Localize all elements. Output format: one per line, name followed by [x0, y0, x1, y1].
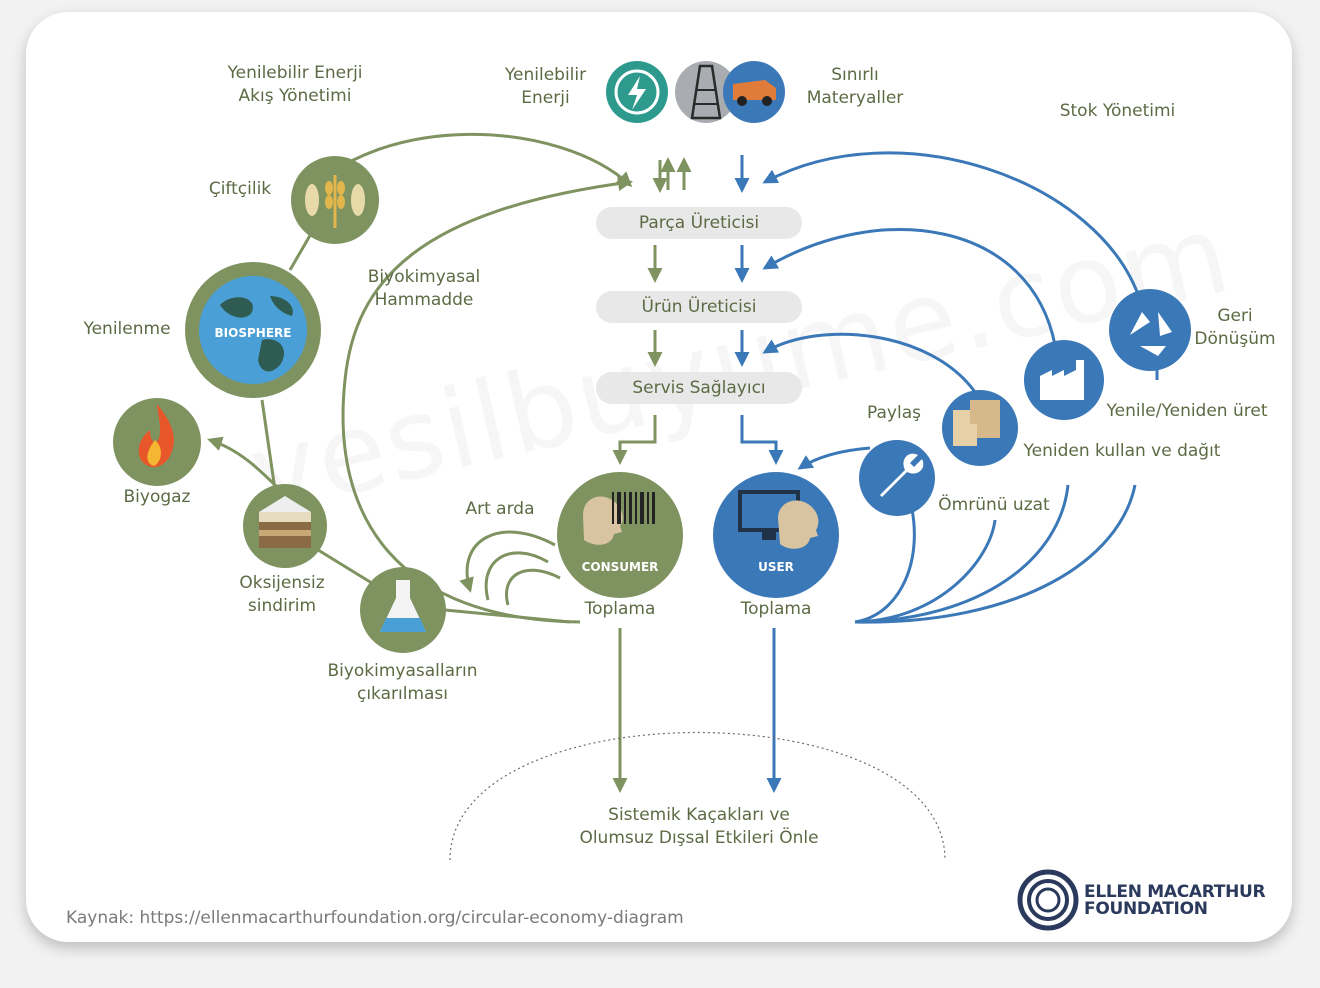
leakage-dome	[449, 732, 946, 861]
biosphere-globe-icon	[185, 262, 321, 398]
digestion-to-biogas	[207, 436, 282, 492]
logo-line-1: ELLEN MACARTHUR	[1084, 882, 1266, 902]
reuse-boxes-icon	[942, 390, 1018, 466]
refurbish-arc	[762, 228, 1057, 346]
parts-manufacturer-pill: Parça Üreticisi	[596, 207, 802, 239]
renewable-energy-label: Yenilebilir Enerji	[504, 65, 587, 108]
service-to-user-blue	[740, 415, 784, 465]
collection-left-label: Toplama	[584, 599, 656, 619]
oil-rig-icon	[675, 61, 737, 123]
maintain-wrench-icon	[859, 440, 935, 516]
service-to-consumer-green	[612, 415, 657, 465]
feedstock-arc	[341, 176, 633, 624]
stock-management-label: Stok Yönetimi	[1059, 101, 1176, 121]
reuse-arc	[762, 332, 977, 393]
share-label: Paylaş	[867, 403, 921, 423]
finite-materials-label: Sınırlı Materyaller	[806, 65, 904, 108]
recycle-icon	[1109, 289, 1191, 371]
source-text: Kaynak: https://ellenmacarthurfoundation…	[66, 908, 684, 928]
return-loop-4	[854, 484, 1137, 624]
logo-line-2: FOUNDATION	[1084, 899, 1208, 919]
renewable-flow-label: Yenilebilir Enerji Akış Yönetimi	[227, 63, 363, 106]
biosphere-badge: BIOSPHERE	[214, 326, 292, 340]
mining-truck-icon	[723, 61, 785, 123]
biogas-flame-icon	[113, 398, 201, 486]
biochemical-feedstock-label: Biyokimyasal Hammadde	[367, 267, 481, 310]
product-manufacturer-pill: Ürün Üreticisi	[596, 291, 802, 323]
anaerobic-digestion-icon	[243, 484, 327, 568]
return-loop-1	[854, 499, 916, 624]
refurbish-label: Yenile/Yeniden üret	[1106, 401, 1268, 421]
maintain-arc	[797, 446, 871, 470]
cascade-3	[505, 568, 561, 606]
farming-label: Çiftçilik	[208, 179, 272, 199]
recycle-label: Geri Dönüşüm	[1194, 306, 1276, 349]
biogas-label: Biyogaz	[123, 487, 191, 507]
consumer-badge: CONSUMER	[581, 560, 659, 574]
biosphere-to-digestion	[260, 399, 277, 491]
user-icon	[713, 472, 839, 598]
extraction-flask-icon	[360, 567, 446, 653]
cascade-2	[484, 551, 549, 601]
regeneration-label: Yenilenme	[83, 319, 171, 339]
recycle-arc	[762, 151, 1142, 301]
foundation-logo-text: ELLEN MACARTHUR FOUNDATION	[1084, 882, 1266, 919]
reuse-label: Yeniden kullan ve dağıt	[1023, 441, 1221, 461]
refurbish-factory-icon	[1024, 340, 1104, 420]
maintain-label: Ömrünü uzat	[938, 495, 1050, 515]
cascades-label: Art arda	[465, 499, 535, 519]
service-provider-pill: Servis Sağlayıcı	[596, 372, 802, 404]
renewable-energy-icon	[606, 61, 668, 123]
return-loop-2	[854, 519, 997, 624]
extraction-to-consumer	[444, 608, 571, 624]
user-badge: USER	[758, 560, 794, 574]
collection-right-label: Toplama	[740, 599, 812, 619]
biosphere-to-farming	[288, 231, 314, 271]
foundation-logo-icon	[1017, 869, 1079, 931]
return-loop-3	[854, 484, 1070, 624]
farming-icon	[291, 156, 379, 244]
anaerobic-digestion-label: Oksijensiz sindirim	[239, 573, 325, 616]
cascade-1	[459, 530, 556, 593]
leakage-label: Sistemik Kaçakları ve Olumsuz Dışsal Etk…	[579, 805, 819, 848]
consumer-icon	[557, 472, 683, 598]
digestion-to-extraction	[309, 543, 376, 587]
extraction-label: Biyokimyasalların çıkarılması	[327, 661, 478, 704]
